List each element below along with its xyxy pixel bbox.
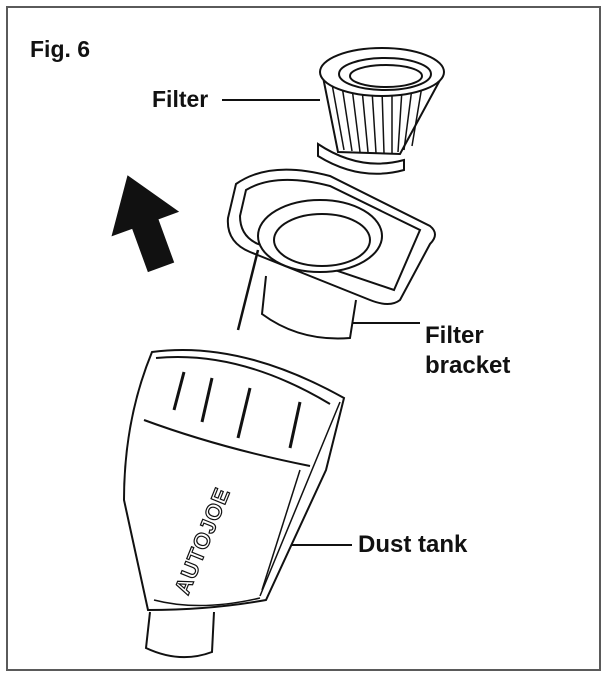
filter-bracket-label-line1: Filter <box>425 322 484 349</box>
filter-bracket-illustration <box>226 168 436 340</box>
filter-illustration <box>317 47 445 175</box>
figure-frame <box>6 6 601 671</box>
up-arrow-icon <box>111 175 180 273</box>
filter-label: Filter <box>152 86 209 112</box>
filter-bracket-label-line2: bracket <box>425 352 511 379</box>
dust-tank-label: Dust tank <box>358 531 468 558</box>
dust-tank-illustration: AUTOJOE <box>122 349 346 659</box>
figure-title: Fig. 6 <box>30 36 91 62</box>
